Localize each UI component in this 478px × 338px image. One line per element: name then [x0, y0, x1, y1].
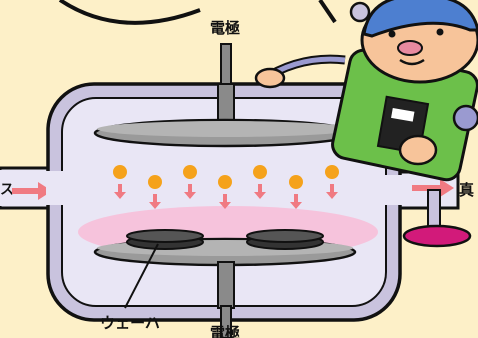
ion-down-arrow-icon: [184, 184, 196, 199]
ion-icon: [253, 165, 267, 179]
wafer-left: [126, 229, 204, 250]
wafer-right: [246, 229, 324, 250]
ion-down-arrow-icon: [254, 184, 266, 199]
ion-down-arrow-icon: [114, 184, 126, 199]
ion-icon: [183, 165, 197, 179]
ion-icon: [325, 165, 339, 179]
ion-icon: [218, 175, 232, 189]
ion-icon: [289, 175, 303, 189]
ion-down-arrow-icon: [290, 194, 302, 209]
decor-line-icon: [318, 0, 337, 24]
wafer-leader-line: [124, 243, 159, 309]
ion-down-arrow-icon: [219, 194, 231, 209]
vacuum-label: 真: [459, 181, 474, 199]
decor-curve-icon: [58, 0, 201, 25]
robot-mascot-icon: [254, 0, 478, 248]
top-electrode: [93, 43, 357, 148]
ion-down-arrow-icon: [326, 184, 338, 199]
ion-icon: [113, 165, 127, 179]
gas-in-arrow-icon: [12, 182, 52, 200]
ion-icon: [148, 175, 162, 189]
wafer-label: ウェーハ: [100, 314, 160, 332]
ion-down-arrow-icon: [149, 194, 161, 209]
vacuum-out-arrow-icon: [412, 179, 454, 197]
top-electrode-label: 電極: [210, 19, 240, 37]
ion-group: [113, 165, 339, 209]
bottom-electrode-label: 電極: [210, 324, 240, 338]
gas-inlet-label: ス: [0, 182, 14, 198]
